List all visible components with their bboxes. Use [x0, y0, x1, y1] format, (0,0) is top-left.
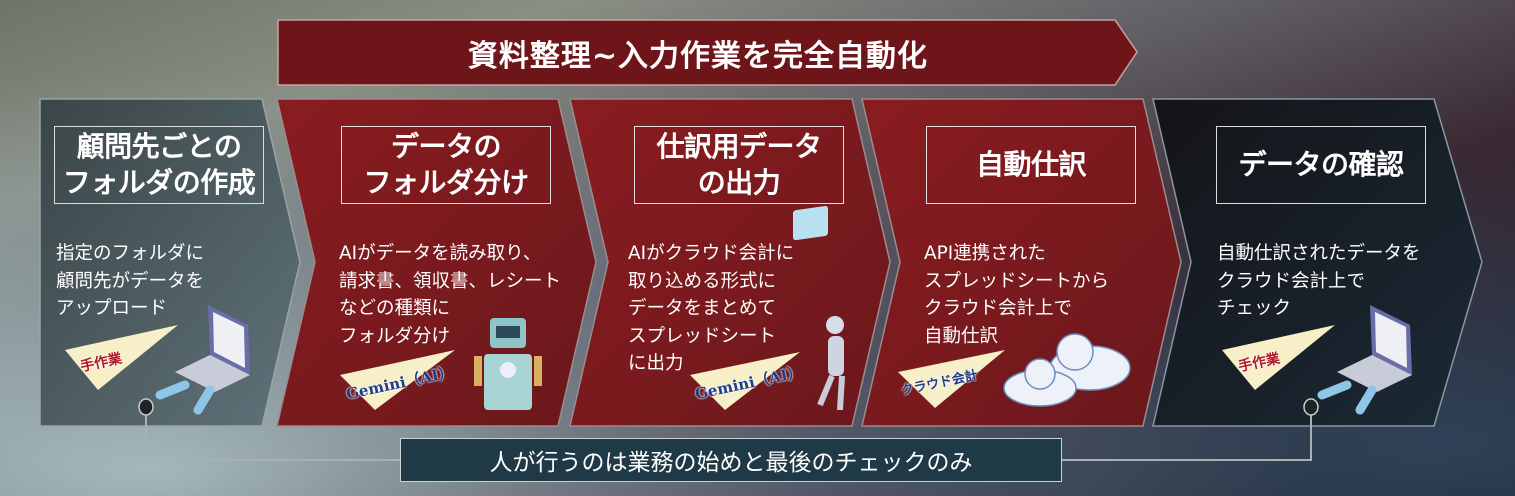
step-2-title: データの フォルダ分け — [341, 126, 551, 204]
banner-arrow — [277, 19, 1138, 86]
step-3-description: AIがクラウド会計に 取り込める形式に データをまとめて スプレッドシート に出… — [628, 243, 795, 374]
banner-title: 資料整理~入力作業を完全自動化 — [467, 38, 929, 74]
laptop-icon — [1317, 305, 1412, 415]
robot-icon — [474, 318, 542, 410]
step-5-title: データの確認 — [1216, 126, 1426, 204]
pennant — [340, 350, 455, 410]
step-3-title: 仕訳用データ の出力 — [634, 126, 844, 204]
pennant — [898, 350, 1005, 408]
step-4-chevron — [861, 98, 1182, 427]
cloud-icon — [1003, 333, 1131, 407]
step-1-title: 顧問先ごとの フォルダの作成 — [54, 126, 264, 204]
step-2-description: AIがデータを読み取り、 請求書、領収書、レシート などの種類に フォルダ分け — [339, 243, 562, 347]
android-icon — [793, 206, 845, 411]
pennant — [1222, 325, 1335, 390]
step-3-chevron — [569, 98, 891, 427]
connector-dot — [138, 398, 154, 416]
connector-dot — [1303, 398, 1319, 416]
pennant — [690, 352, 800, 410]
step-4-description: API連携された スプレッドシートから クラウド会計上で 自動仕訳 — [924, 243, 1110, 347]
pennant — [65, 325, 178, 390]
step-1-description: 指定のフォルダに 顧問先がデータを アップロード — [56, 243, 205, 319]
step-4-title: 自動仕訳 — [926, 126, 1136, 204]
step-5-description: 自動仕訳されたデータを クラウド会計上で チェック — [1217, 243, 1421, 319]
connector-line — [145, 408, 400, 461]
connector-line — [1062, 408, 1312, 461]
laptop-icon — [155, 305, 250, 415]
footer-note: 人が行うのは業務の始めと最後のチェックのみ — [400, 438, 1062, 482]
